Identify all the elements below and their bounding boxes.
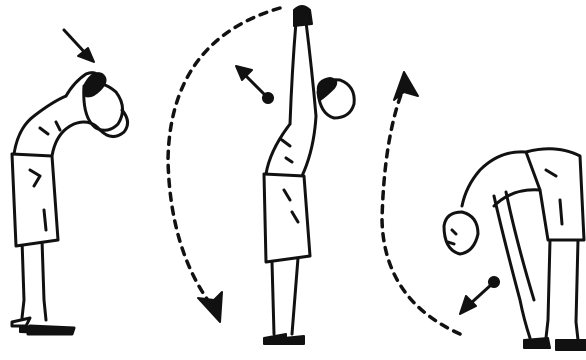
arrow-down-right-icon [64,30,94,62]
figure2-feet [264,334,304,344]
figure2-chest-lines [282,140,292,162]
figure-arms-raised [236,6,354,344]
figure1-chest-lines [40,122,60,134]
figure3-face [448,230,456,244]
arrow-down-left-icon [460,277,499,314]
arc-up-arrowhead-icon [394,72,418,100]
figure3-shorts [526,149,584,240]
motion-arc-up [382,72,460,334]
figure1-legs [22,240,46,320]
figure3-head [444,212,478,254]
arrow-up-left-icon [236,66,273,103]
figure1-shorts [12,154,58,246]
figure2-arms [290,22,316,124]
motion-arc-down [168,8,280,322]
figure2-hands [294,6,312,26]
figure2-hair [318,78,337,100]
arc-down-arrowhead-icon [198,292,222,322]
figure3-feet [524,338,586,350]
figure1-hair [84,73,106,96]
figure-bend-backward [12,30,128,334]
figure-bend-forward [444,149,586,350]
figure3-arms [494,192,534,338]
figure2-legs [272,258,298,334]
figure2-shorts [264,174,310,262]
figure3-legs [546,240,578,340]
figure1-foot-shadow [20,326,74,334]
